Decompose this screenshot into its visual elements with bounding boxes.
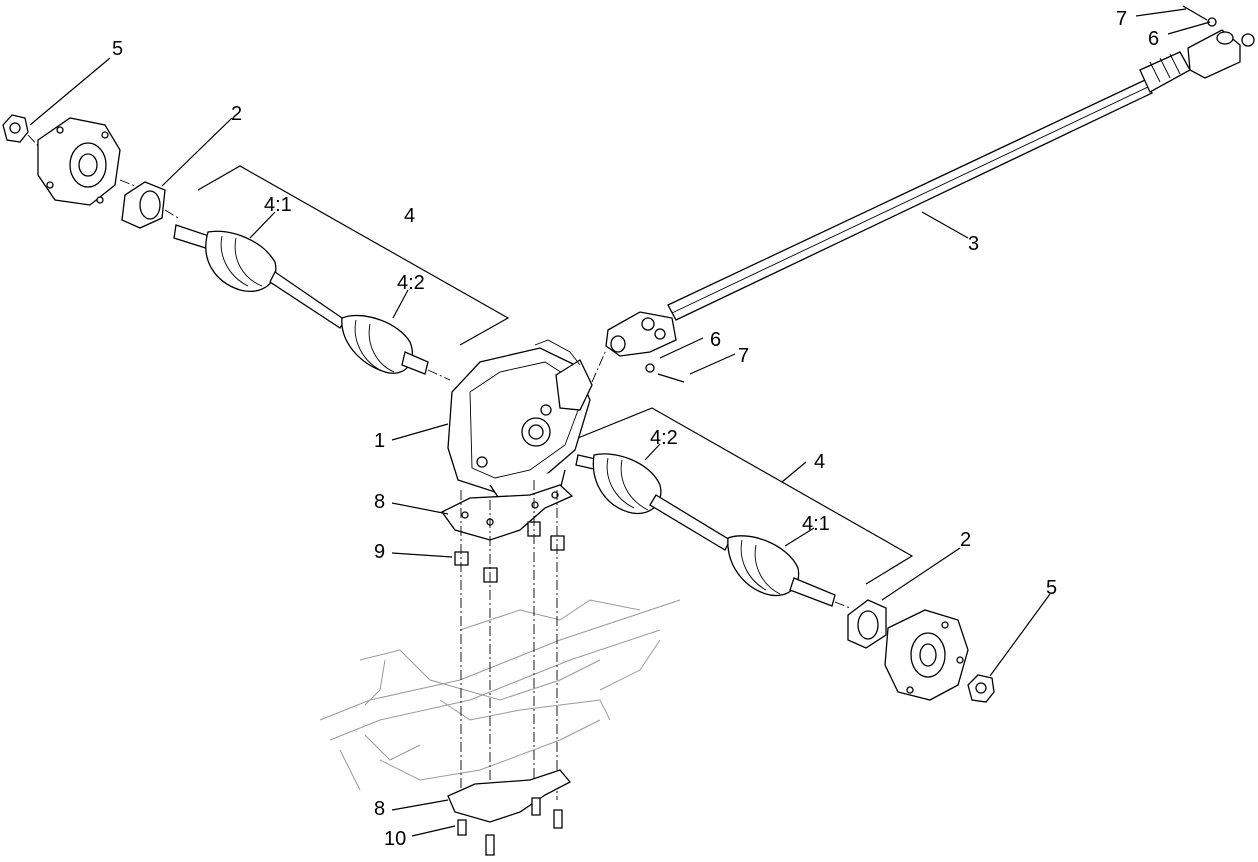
callout-5-right: 5: [1046, 577, 1057, 599]
bracket-left-4: [197, 165, 510, 346]
lower-u-joint: [605, 311, 677, 357]
callout-4-2-right: 4:2: [650, 427, 678, 449]
callout-4-left: 4: [404, 205, 415, 227]
callout-9: 9: [374, 541, 385, 563]
right-axle-shaft: [575, 453, 851, 609]
upper-u-joint: [1187, 29, 1255, 79]
callout-3: 3: [968, 233, 979, 255]
gearbox: [447, 339, 607, 501]
callout-7-mid: 7: [738, 345, 749, 367]
callout-4-1-right: 4:1: [802, 513, 830, 535]
right-hub-nut: [967, 674, 995, 703]
callout-1: 1: [374, 430, 385, 452]
vehicle-frame-ghost: [319, 599, 681, 791]
callout-2-left: 2: [231, 103, 242, 125]
left-axle-shaft: [173, 224, 451, 381]
callout-8-top: 8: [374, 491, 385, 513]
callout-5-left: 5: [112, 38, 123, 60]
lower-mount-plate: [447, 769, 572, 823]
left-hub-nut: [2, 114, 41, 149]
upper-mount-plate: [441, 484, 574, 541]
bushings: [454, 521, 565, 583]
leader-lines: [29, 8, 1211, 837]
callout-4-1-left: 4:1: [264, 194, 292, 216]
mount-dashed-lines: [460, 480, 558, 820]
callout-6-top: 6: [1148, 28, 1159, 50]
callout-7-top: 7: [1116, 8, 1127, 30]
mount-bolts: [457, 797, 563, 856]
callout-labels: 5 2 4:1 4 4:2 1 3 7 6 6 7 4:2 4 4:1 2 5 …: [112, 8, 1159, 850]
right-wheel-hub: [884, 609, 969, 701]
left-bearing: [121, 181, 179, 229]
propshaft: [667, 51, 1191, 321]
callout-2-right: 2: [960, 529, 971, 551]
callout-4-2-left: 4:2: [397, 272, 425, 294]
callout-8-bottom: 8: [374, 798, 385, 820]
right-bearing: [847, 599, 887, 649]
callout-4-right: 4: [814, 451, 825, 473]
u-joint-hardware: [645, 5, 1217, 383]
callout-10: 10: [384, 828, 406, 850]
left-wheel-hub: [37, 117, 141, 206]
callout-6-mid: 6: [710, 329, 721, 351]
